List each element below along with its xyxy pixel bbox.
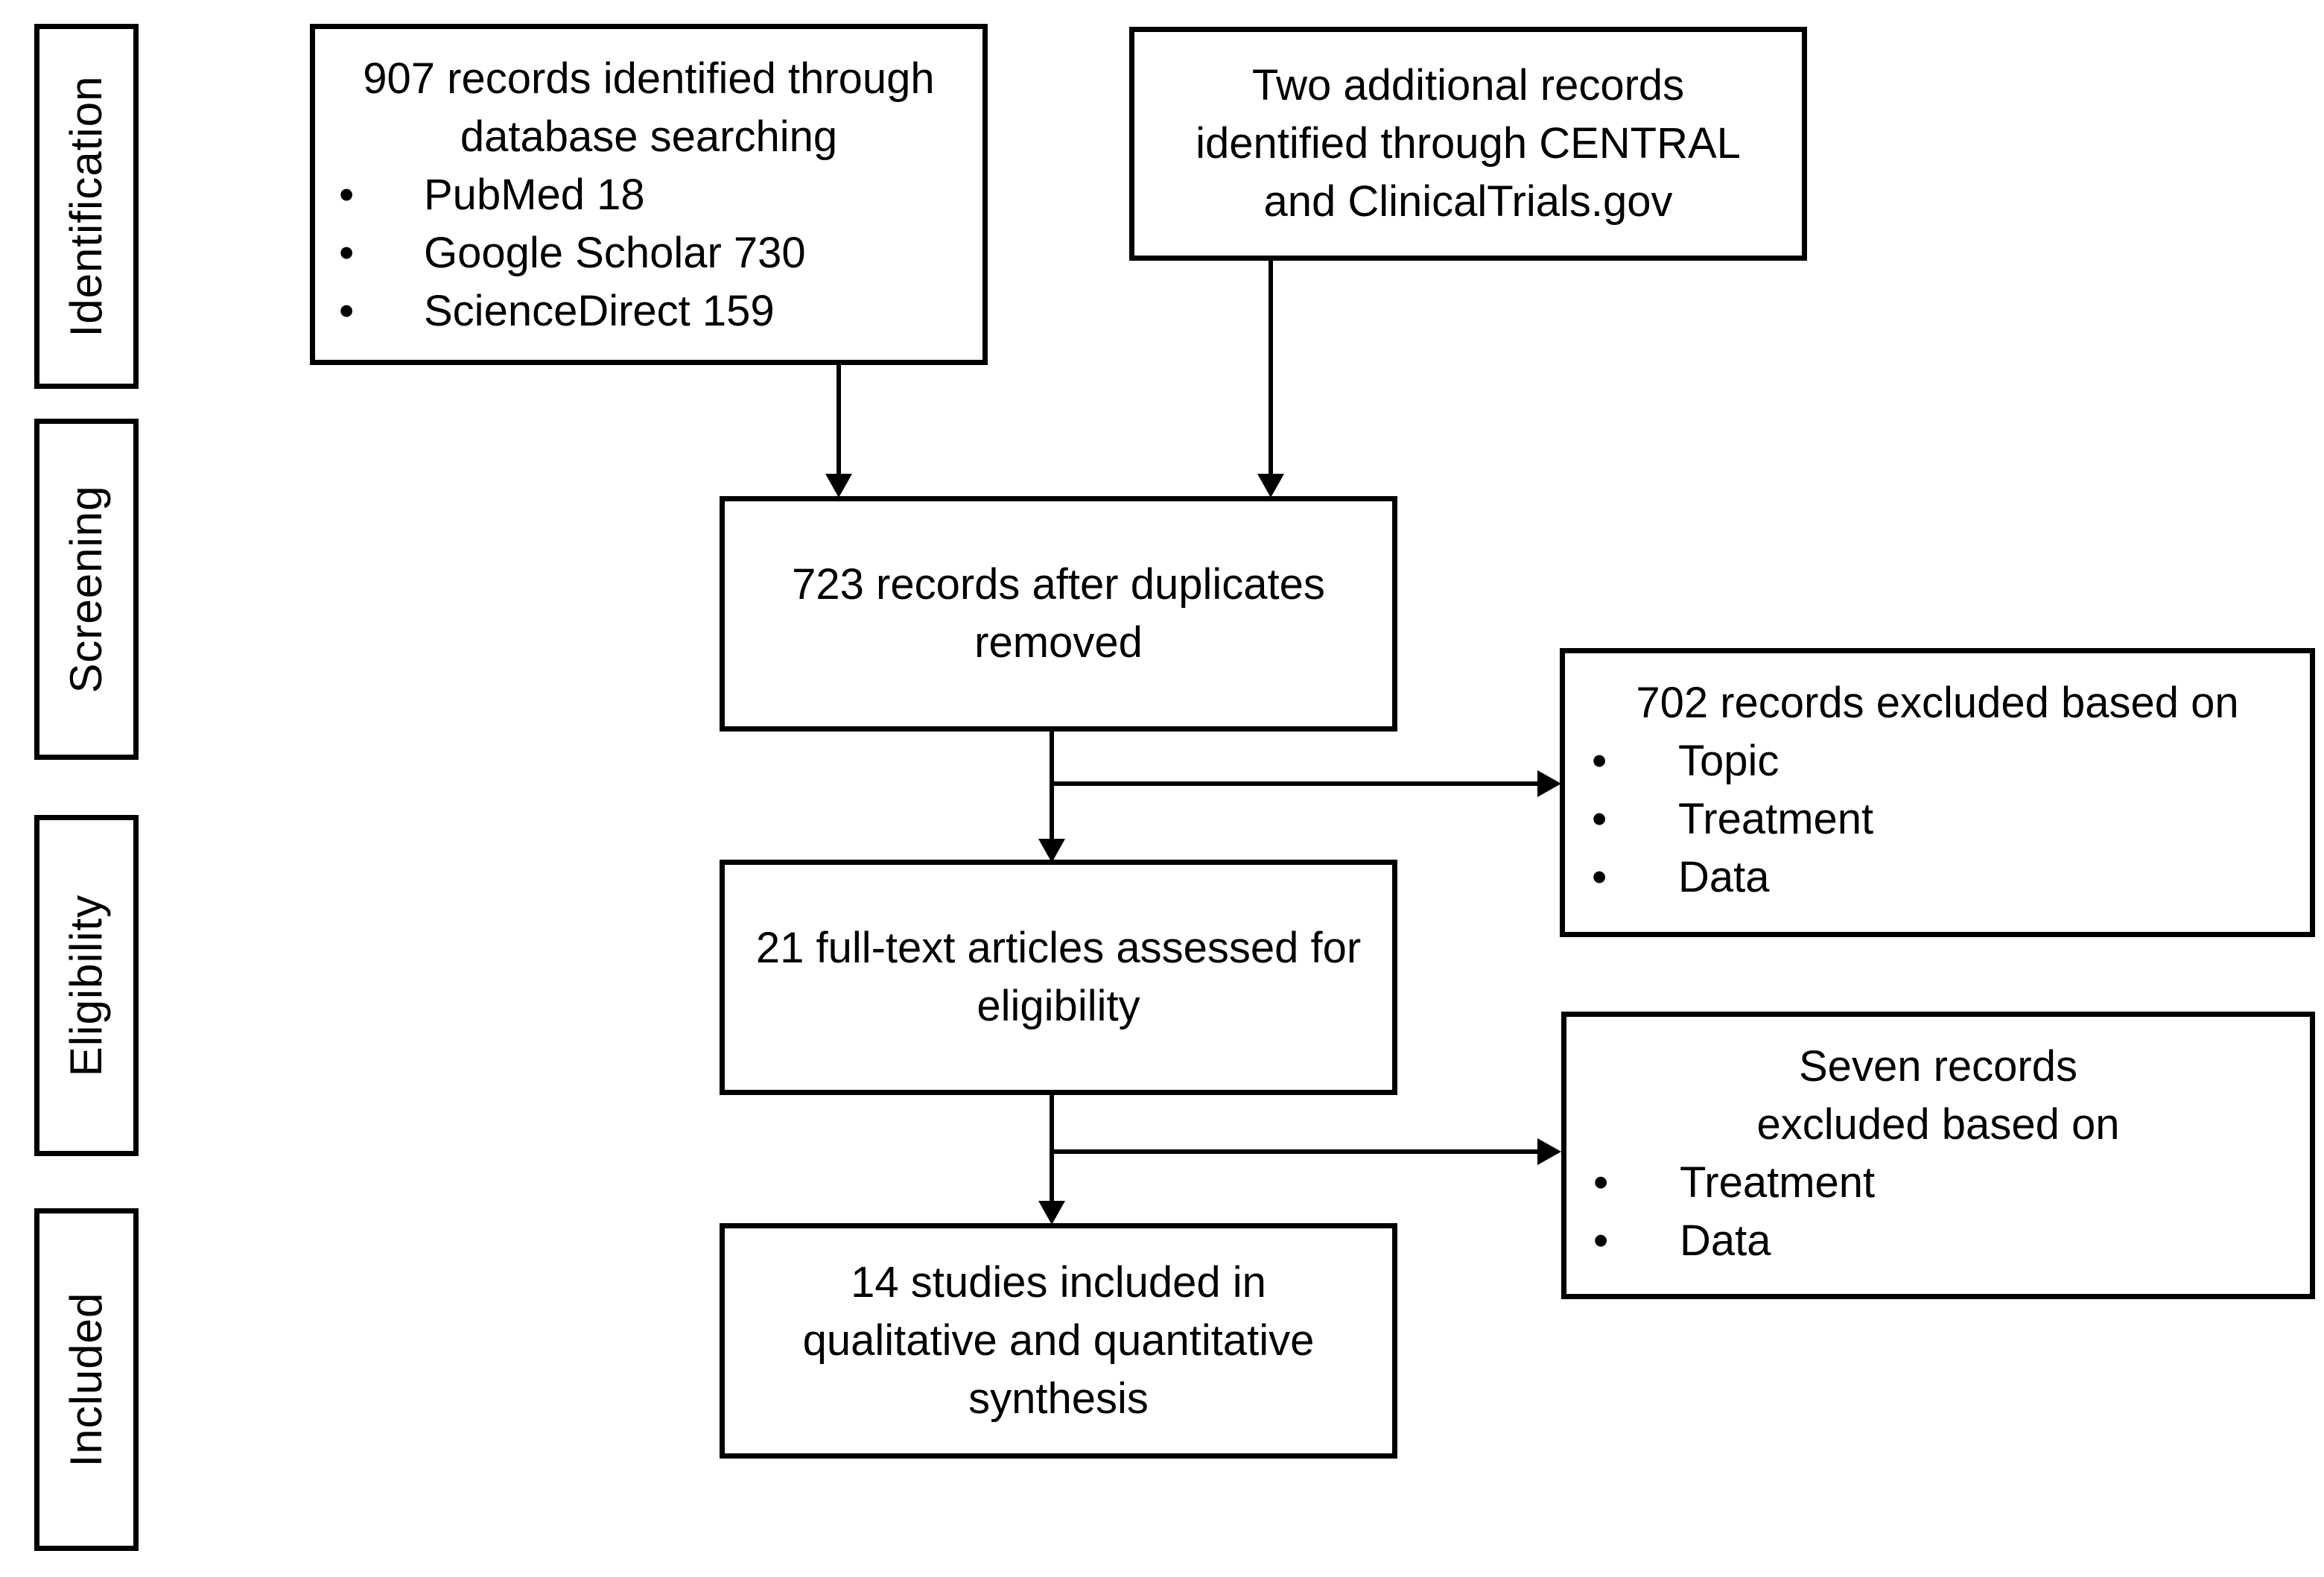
exclusion-reason-label: Data (1680, 1216, 1771, 1265)
exclusion-reason-item: • Treatment (1589, 1154, 2288, 1212)
bullet-icon: • (339, 287, 355, 335)
exclusion-reason-label: Data (1678, 853, 1770, 901)
bullet-icon: • (1592, 795, 1607, 843)
exclusion-reason-item: • Topic (1587, 732, 2288, 790)
included-studies-title: 14 studies included in qualitative and q… (802, 1258, 1315, 1423)
stage-screening: Screening (34, 419, 139, 760)
after-duplicates-box: 723 records after duplicates removed (720, 496, 1397, 732)
exclusion-reason-item: • Data (1587, 848, 2288, 907)
database-source-label: PubMed 18 (424, 171, 645, 219)
arrowhead-database (825, 474, 852, 498)
stage-included: Included (34, 1208, 139, 1551)
bullet-icon: • (339, 229, 355, 277)
bullet-icon: • (1592, 853, 1607, 901)
stage-identification: Identification (34, 24, 139, 389)
excluded-screening-list: • Topic • Treatment • Data (1587, 732, 2288, 907)
database-records-title: 907 records identified through database … (363, 54, 935, 161)
additional-records-title: Two additional records identified throug… (1196, 61, 1741, 226)
excluded-screening-title: 702 records excluded based on (1636, 679, 2239, 727)
database-source-item: • ScienceDirect 159 (337, 282, 960, 340)
database-source-label: ScienceDirect 159 (424, 287, 775, 335)
exclusion-reason-label: Treatment (1680, 1158, 1876, 1207)
exclusion-reason-item: • Data (1589, 1212, 2288, 1270)
database-source-label: Google Scholar 730 (424, 229, 806, 277)
after-duplicates-title: 723 records after duplicates removed (792, 560, 1325, 667)
full-text-box: 21 full-text articles assessed for eligi… (720, 860, 1397, 1095)
excluded-eligibility-title: Seven records excluded based on (1756, 1042, 2120, 1149)
arrowhead-excluded-screening (1537, 770, 1561, 797)
database-records-box: 907 records identified through database … (310, 24, 988, 365)
additional-records-box: Two additional records identified throug… (1129, 27, 1807, 261)
excluded-eligibility-list: • Treatment • Data (1589, 1154, 2288, 1270)
arrowhead-included (1038, 1201, 1065, 1225)
exclusion-reason-item: • Treatment (1587, 790, 2288, 848)
bullet-icon: • (1593, 1216, 1609, 1265)
full-text-title: 21 full-text articles assessed for eligi… (755, 924, 1362, 1030)
database-source-item: • Google Scholar 730 (337, 224, 960, 282)
arrowhead-excluded-eligibility (1537, 1138, 1561, 1165)
stage-eligibility: Eligibility (34, 815, 139, 1156)
arrowhead-fulltext (1038, 839, 1065, 863)
exclusion-reason-label: Treatment (1678, 795, 1874, 843)
database-source-list: • PubMed 18 • Google Scholar 730 • Scien… (337, 166, 960, 340)
bullet-icon: • (1592, 737, 1607, 785)
bullet-icon: • (339, 171, 355, 219)
bullet-icon: • (1593, 1158, 1609, 1207)
exclusion-reason-label: Topic (1678, 737, 1779, 785)
database-source-item: • PubMed 18 (337, 166, 960, 224)
excluded-eligibility-box: Seven records excluded based on • Treatm… (1561, 1012, 2315, 1299)
included-studies-box: 14 studies included in qualitative and q… (720, 1223, 1397, 1459)
excluded-screening-box: 702 records excluded based on • Topic • … (1560, 648, 2315, 937)
arrowhead-additional (1257, 474, 1284, 498)
